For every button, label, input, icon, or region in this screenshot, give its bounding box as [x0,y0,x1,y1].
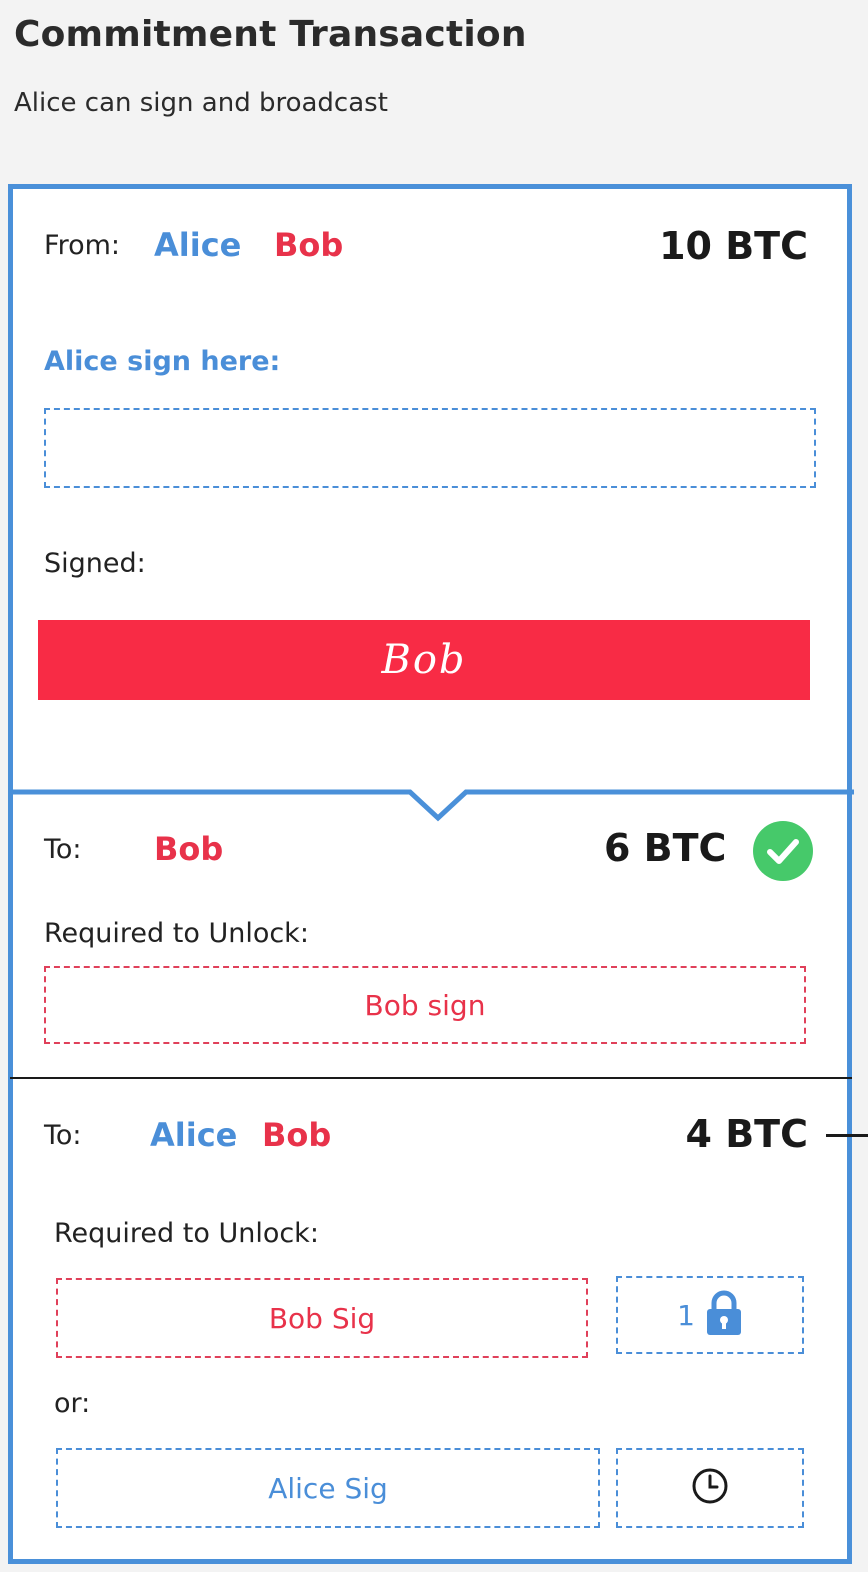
output2-to-label: To: [44,1120,82,1151]
output2-lock-box: 1 [616,1276,804,1354]
page-subtitle: Alice can sign and broadcast [14,88,388,118]
section-divider-notch [8,789,854,822]
output2-connector-line [826,1134,868,1137]
output1-to-label: To: [44,834,82,865]
output2-bob-sig-box: Bob Sig [56,1278,588,1358]
bob-signature: Bob [38,620,810,700]
alice-signature-field[interactable] [44,408,816,488]
clock-icon [690,1466,730,1510]
lock-count: 1 [677,1298,695,1332]
output1-required-label: Required to Unlock: [44,918,309,949]
from-label: From: [44,230,120,261]
lock-icon [705,1290,743,1340]
output1-amount: 6 BTC [604,826,727,870]
check-icon [752,820,814,882]
output1-to-name: Bob [154,830,224,868]
output2-alice-sig-box: Alice Sig [56,1448,600,1528]
output1-condition-box: Bob sign [44,966,806,1044]
alice-sign-label: Alice sign here: [44,346,281,377]
output2-amount: 4 BTC [685,1112,808,1156]
from-name-bob: Bob [274,226,344,264]
output2-timelock-box [616,1448,804,1528]
or-label: or: [54,1388,91,1419]
from-name-alice: Alice [154,226,242,264]
outputs-divider [10,1077,852,1079]
input-amount: 10 BTC [659,224,808,268]
output2-required-label: Required to Unlock: [54,1218,319,1249]
signed-label: Signed: [44,548,146,579]
output2-to-name-bob: Bob [262,1116,332,1154]
page-title: Commitment Transaction [14,14,527,55]
output2-to-name-alice: Alice [150,1116,238,1154]
